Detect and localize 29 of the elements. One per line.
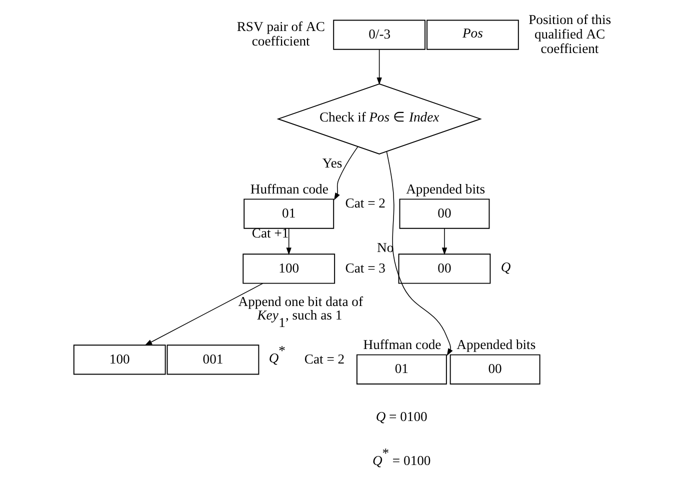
- node-label: RSV pair of AC coefficient: [236, 19, 324, 49]
- node-label: Cat = 2: [304, 351, 344, 366]
- node-label: Huffman code: [362, 337, 441, 352]
- node-box: 00: [398, 198, 490, 229]
- node-box: Pos: [426, 20, 518, 50]
- node-box: 00: [449, 354, 540, 384]
- arrow: [386, 151, 452, 356]
- node-label: Position of this qualified AC coefficient: [528, 12, 611, 56]
- node-box: 100: [72, 344, 166, 375]
- node-box: 01: [356, 354, 446, 384]
- arrow: [286, 228, 291, 256]
- node-box: 100: [242, 254, 335, 284]
- arrow: [441, 228, 447, 256]
- node-label: Cat = 3: [344, 260, 385, 276]
- arrow: [376, 49, 382, 85]
- node-box: 00: [398, 254, 490, 284]
- node-label: Huffman code: [250, 182, 328, 197]
- edge-label: Yes: [322, 155, 342, 170]
- node-diamond: Check if Pos ∈ Index: [276, 83, 482, 154]
- node-label: Cat = 2: [344, 196, 385, 211]
- label: Q = 0100: [375, 409, 427, 424]
- node-box: 001: [166, 344, 259, 375]
- arrow: [144, 283, 263, 346]
- arrow: [334, 146, 358, 200]
- node-label: Q: [500, 259, 510, 274]
- node-label: Appended bits: [406, 182, 485, 197]
- node-box: 0/-3: [332, 20, 426, 50]
- node-label: Appended bits: [456, 337, 536, 352]
- node-box: 01: [243, 198, 334, 229]
